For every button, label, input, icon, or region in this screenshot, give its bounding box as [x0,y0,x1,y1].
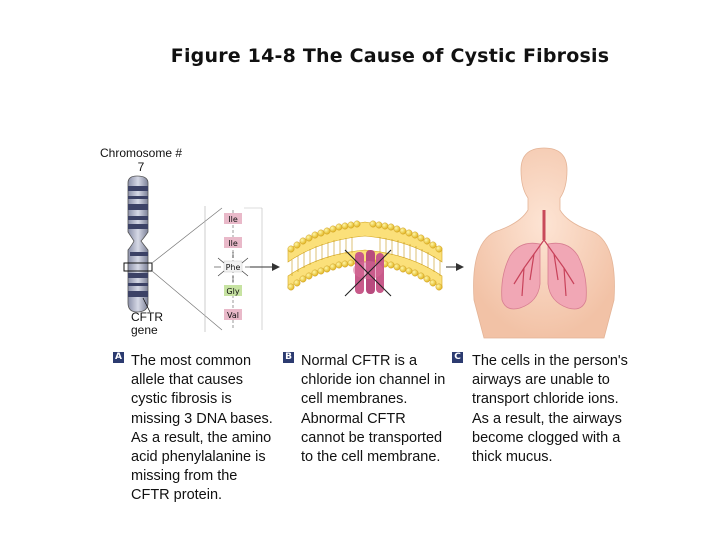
human-torso [473,147,615,339]
amino-acid-chain: Ile Ile Phe Gly Val [214,207,263,330]
cftr-gene-label: CFTR gene [131,310,163,337]
chromosome-label: Chromosome # 7 [99,146,183,174]
amino-acid-gly [224,285,242,296]
panel-c-caption: The cells in the person's airways are un… [472,353,628,466]
amino-acid-val-label: Val [227,311,239,320]
amino-acid-phe-label: Phe [226,263,241,272]
amino-acid-ile-1 [224,213,242,224]
bronchi [513,239,575,297]
cell-membrane [287,220,443,297]
chromosome-7 [123,175,153,313]
missing-burst [214,252,252,282]
panel-a-badge: A [113,352,124,363]
cross-out-mark [344,249,392,297]
panel-a-caption: The most common allele that causes cysti… [131,353,273,504]
figure-title: Figure 14-8 The Cause of Cystic Fibrosis [170,45,610,67]
panel-b-badge: B [283,352,294,363]
amino-acid-ile-1-label: Ile [228,215,238,224]
panel-b-caption: Normal CFTR is a chloride ion channel in… [301,353,446,466]
amino-acid-phe-missing [223,260,243,273]
amino-acid-gly-label: Gly [226,287,239,296]
amino-acid-val [224,309,242,320]
panel-c-badge: C [452,352,463,363]
arrow-to-membrane [250,263,280,271]
amino-acid-ile-2-label: Ile [228,239,238,248]
gene-locus-box [123,262,153,272]
arrow-to-lungs [446,263,464,271]
amino-acid-ile-2 [224,237,242,248]
